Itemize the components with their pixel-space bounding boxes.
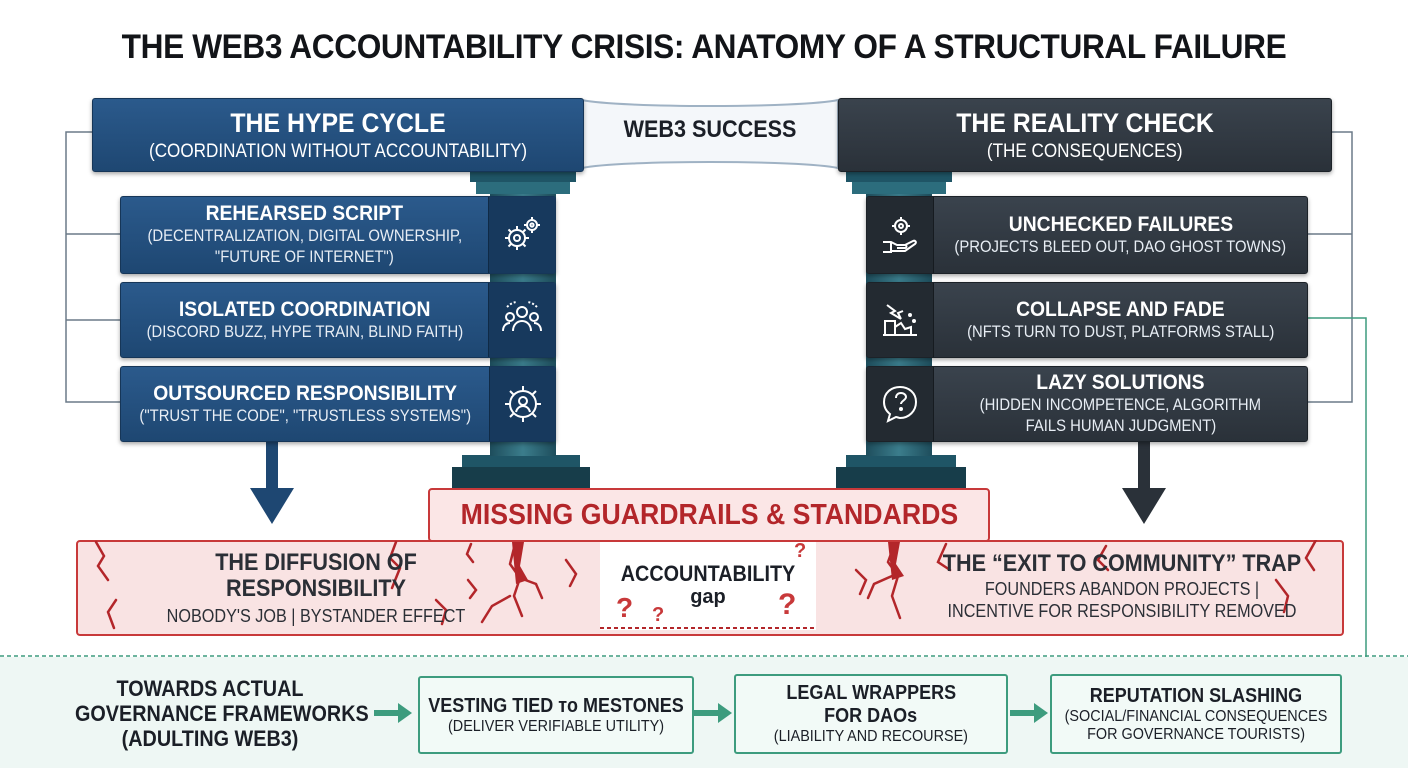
question-mark-icon: ? [616, 592, 634, 623]
card-rehearsed-script: REHEARSED SCRIPT (DECENTRALIZATION, DIGI… [120, 196, 556, 274]
exit-trap-detail: FOUNDERS ABANDON PROJECTS | [984, 579, 1260, 599]
card-title: LAZY SOLUTIONS [1036, 371, 1205, 394]
solution-legal-wrappers: LEGAL WRAPPERS FOR DAOs (LIABILITY AND R… [734, 674, 1008, 754]
card-unchecked-failures: UNCHECKED FAILURES (PROJECTS BLEED OUT, … [866, 196, 1308, 274]
question-bubble-icon [867, 367, 934, 441]
accountability-gap: ACCOUNTABILITY gap [600, 561, 816, 609]
hype-cycle-title: THE HYPE CYCLE [230, 107, 446, 138]
diffusion-block: THE DIFFUSION OF RESPONSIBILITY NOBODY'S… [96, 550, 536, 627]
crack-marks [94, 540, 1318, 630]
card-collapse-and-fade: COLLAPSE AND FADE (NFTS TURN TO DUST, PL… [866, 282, 1308, 358]
solution-title: FOR DAOs [824, 705, 918, 727]
solution-detail: (LIABILITY AND RECOURSE) [773, 728, 969, 745]
gears-icon [488, 197, 555, 273]
exit-trap-block: THE “EXIT TO COMMUNITY” TRAP FOUNDERS AB… [900, 550, 1344, 622]
page-title: THE WEB3 ACCOUNTABILITY CRISIS: ANATOMY … [121, 28, 1287, 66]
gap-sublabel: gap [690, 586, 726, 608]
gear-person-icon [489, 367, 555, 441]
question-mark-icon: ? [794, 540, 807, 562]
crumbling-icon [867, 283, 934, 357]
card-title: UNCHECKED FAILURES [1008, 212, 1233, 236]
reality-check-subtitle: (THE CONSEQUENCES) [987, 140, 1183, 162]
governance-line: GOVERNANCE FRAMEWORKS [75, 701, 369, 726]
card-detail: FAILS HUMAN JUDGMENT) [1025, 417, 1216, 435]
card-title: OUTSOURCED RESPONSIBILITY [153, 381, 458, 405]
diffusion-title: RESPONSIBILITY [225, 575, 407, 602]
card-detail: (PROJECTS BLEED OUT, DAO GHOST TOWNS) [954, 237, 1287, 256]
card-lazy-solutions: LAZY SOLUTIONS (HIDDEN INCOMPETENCE, ALG… [866, 366, 1308, 442]
hype-cycle-header: THE HYPE CYCLE (COORDINATION WITHOUT ACC… [92, 98, 584, 172]
card-isolated-coordination: ISOLATED COORDINATION (DISCORD BUZZ, HYP… [120, 282, 556, 358]
card-title: REHEARSED SCRIPT [205, 202, 404, 225]
gap-label: ACCOUNTABILITY [620, 561, 796, 586]
card-detail: (DISCORD BUZZ, HYPE TRAIN, BLIND FAITH) [146, 322, 463, 341]
solution-title: VESTING TIED ᴛo MESTONES [428, 694, 684, 717]
solution-title: LEGAL WRAPPERS [786, 682, 956, 704]
governance-line: TOWARDS ACTUAL [116, 676, 304, 701]
card-title: COLLAPSE AND FADE [1016, 297, 1225, 321]
question-mark-icon: ? [652, 604, 665, 626]
card-detail: (NFTS TURN TO DUST, PLATFORMS STALL) [966, 322, 1275, 341]
solution-vesting: VESTING TIED ᴛo MESTONES (DELIVER VERIFI… [418, 676, 694, 754]
solution-detail: (DELIVER VERIFIABLE UTILITY) [447, 717, 665, 735]
people-icon [488, 283, 555, 357]
hand-gear-icon [867, 197, 934, 273]
bridge-label: WEB3 SUCCESS [623, 116, 797, 143]
diffusion-title: THE DIFFUSION OF [215, 549, 417, 576]
exit-trap-detail: INCENTIVE FOR RESPONSIBILITY REMOVED [947, 601, 1297, 621]
solution-title: REPUTATION SLASHING [1089, 684, 1303, 707]
card-detail: "FUTURE OF INTERNET") [215, 248, 394, 266]
solution-reputation-slashing: REPUTATION SLASHING (SOCIAL/FINANCIAL CO… [1050, 674, 1342, 754]
diffusion-subtitle: NOBODY'S JOB | BYSTANDER EFFECT [166, 606, 466, 626]
question-mark-icon: ? [778, 588, 797, 621]
card-title: ISOLATED COORDINATION [178, 297, 431, 321]
reality-check-header: THE REALITY CHECK (THE CONSEQUENCES) [838, 98, 1332, 172]
reality-check-title: THE REALITY CHECK [956, 107, 1214, 138]
governance-heading: TOWARDS ACTUAL GOVERNANCE FRAMEWORKS (AD… [60, 676, 369, 751]
governance-line: (ADULTING WEB3) [121, 726, 299, 751]
exit-trap-title: THE “EXIT TO COMMUNITY” TRAP [942, 550, 1302, 577]
hype-cycle-subtitle: (COORDINATION WITHOUT ACCOUNTABILITY) [148, 140, 528, 162]
card-outsourced-responsibility: OUTSOURCED RESPONSIBILITY ("TRUST THE CO… [120, 366, 556, 442]
missing-guardrails-banner: MISSING GUARDRAILS & STANDARDS [428, 488, 990, 542]
missing-guardrails-label: MISSING GUARDRAILS & STANDARDS [460, 498, 958, 531]
card-detail: (DECENTRALIZATION, DIGITAL OWNERSHIP, [147, 227, 462, 245]
card-detail: (HIDDEN INCOMPETENCE, ALGORITHM [979, 396, 1262, 414]
solution-detail: (SOCIAL/FINANCIAL CONSEQUENCES [1064, 707, 1328, 725]
solution-detail: FOR GOVERNANCE TOURISTS) [1087, 725, 1305, 743]
card-detail: ("TRUST THE CODE", "TRUSTLESS SYSTEMS") [139, 406, 472, 425]
